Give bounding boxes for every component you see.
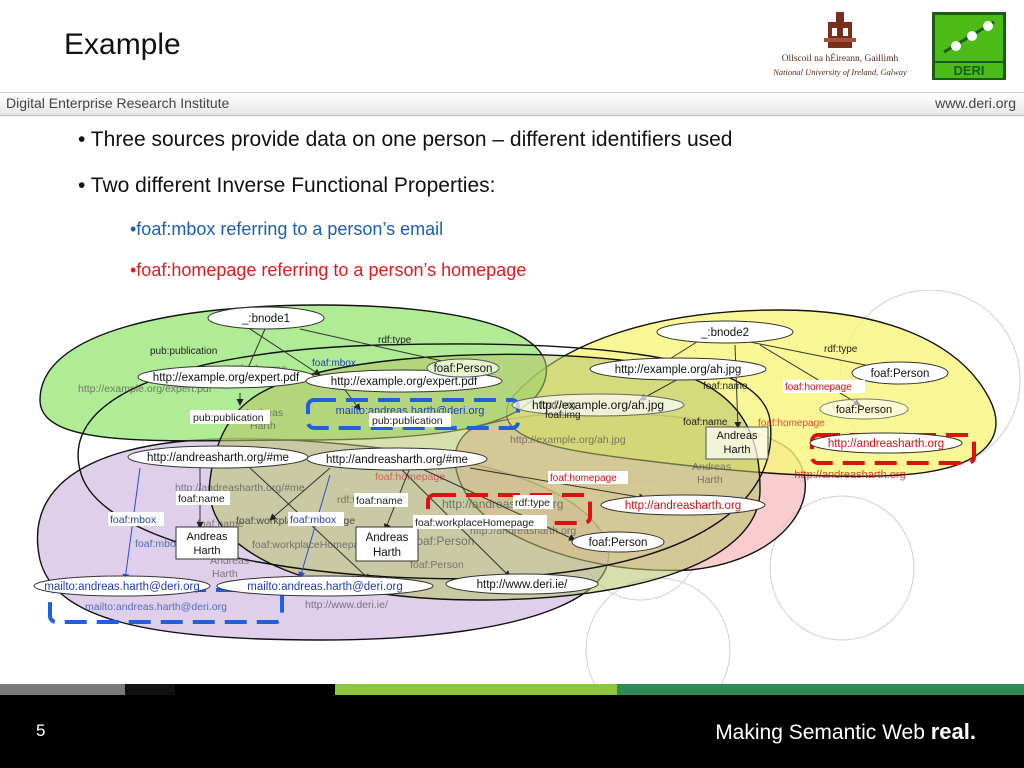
faded-mbox: mailto:andreas.harth@deri.org xyxy=(85,601,227,613)
faded-name-b-2: Harth xyxy=(697,474,723,486)
node-mbox-a: mailto:andreas.harth@deri.org xyxy=(44,581,200,593)
sub-bullet-mbox: •foaf:mbox referring to a person’s email xyxy=(130,219,444,239)
edge-rdf-type-b: rdf:type xyxy=(824,344,858,355)
edge-foaf-mbox-a: foaf:mbox xyxy=(312,358,356,369)
faded-homepage: foaf:homepage xyxy=(375,471,445,483)
node-hp-yellow: http://andreasharth.org xyxy=(828,438,944,450)
faded-workplace: foaf:workplaceHomepage xyxy=(252,539,371,551)
rdf-merge-diagram: http://example.org/expert.pdf http://exa… xyxy=(33,290,1021,684)
institute-banner: Digital Enterprise Research Institute ww… xyxy=(0,92,1024,116)
node-name-yellow-2: Harth xyxy=(724,444,751,456)
node-expert-pdf-b: http://example.org/expert.pdf xyxy=(331,376,478,388)
tagline: Making Semantic Web real. xyxy=(715,719,976,745)
node-bnode2: _:bnode2 xyxy=(700,327,749,339)
node-name-left-1: Andreas xyxy=(187,531,228,543)
node-mbox-b: mailto:andreas.harth@deri.org xyxy=(247,581,403,593)
edge-foaf-img-b: foaf:img xyxy=(540,400,576,411)
footer: 5 Making Semantic Web real. xyxy=(0,695,1024,768)
node-me-a: http://andreasharth.org/#me xyxy=(147,452,289,464)
edge-foaf-img-a: foaf:img xyxy=(545,410,581,421)
merged-blob-outer xyxy=(77,343,772,580)
edge-foaf-name-a: foaf:name xyxy=(703,381,748,392)
edge-pub-publication-c: pub:publication xyxy=(372,415,443,427)
slide-title: Example xyxy=(64,28,181,61)
bullet-2: • Two different Inverse Functional Prope… xyxy=(78,174,496,197)
edge-foaf-mbox-b: foaf:mbox xyxy=(110,514,157,526)
nuig-name-irish: Ollscoil na hÉireann, Gaillimh xyxy=(781,54,899,64)
deri-logo: DERI xyxy=(932,12,1006,80)
node-name-left-2: Harth xyxy=(194,545,221,557)
nuig-logo: Ollscoil na hÉireann, Gaillimh National … xyxy=(760,8,920,82)
institute-name: Digital Enterprise Research Institute xyxy=(6,95,230,111)
edge-pub-publication-b: pub:publication xyxy=(193,412,264,424)
deri-logo-text: DERI xyxy=(953,63,984,78)
edge-pub-publication-a: pub:publication xyxy=(150,346,217,357)
edge-foaf-name-c: foaf:name xyxy=(178,493,225,505)
page-number: 5 xyxy=(36,721,46,740)
edge-foaf-homepage-c: foaf:homepage xyxy=(550,473,617,484)
edge-rdf-type-c: rdf:type xyxy=(515,497,550,509)
faded-ah-jpg: http://example.org/ah.jpg xyxy=(510,434,626,446)
node-person-green: foaf:Person xyxy=(434,363,493,375)
node-me-b: http://andreasharth.org/#me xyxy=(326,454,468,466)
edge-rdf-type-a: rdf:type xyxy=(378,335,412,346)
node-person-yellow-a: foaf:Person xyxy=(871,368,930,380)
faded-person-b: foaf:Person xyxy=(410,559,464,571)
tagline-text: Making Semantic Web xyxy=(715,721,925,744)
faded-mbox-edge: foaf:mbox xyxy=(135,538,182,550)
edges xyxy=(196,328,881,581)
node-ah-jpg-b: http://example.org/ah.jpg xyxy=(532,398,664,412)
node-hp-yellow-faded: http://andreasharth.org xyxy=(794,469,905,481)
node-name-yellow-1: Andreas xyxy=(717,430,758,442)
edge-foaf-homepage-b: foaf:homepage xyxy=(758,418,825,429)
edge-foaf-mbox-c: foaf:mbox xyxy=(290,514,337,526)
nodes: _:bnode1 _:bnode2 http://example.org/exp… xyxy=(33,306,963,597)
edge-foaf-homepage-a: foaf:homepage xyxy=(785,382,852,393)
node-name-mid-1: Andreas xyxy=(366,532,409,544)
merged-blob-olive xyxy=(208,353,761,601)
node-ah-jpg-a: http://example.org/ah.jpg xyxy=(615,364,742,376)
institute-url: www.deri.org xyxy=(935,95,1016,111)
nuig-crest-icon xyxy=(824,12,856,48)
sub-bullet-homepage: •foaf:homepage referring to a person’s h… xyxy=(130,260,527,280)
node-person-yellow-b: foaf:Person xyxy=(836,404,892,416)
node-bnode1: _:bnode1 xyxy=(241,313,290,325)
faded-name-c-2: Harth xyxy=(212,568,238,580)
nuig-name-english: National University of Ireland, Galway xyxy=(773,67,907,77)
node-deri-ie: http://www.deri.ie/ xyxy=(477,579,569,591)
edge-foaf-name-d: foaf:name xyxy=(356,495,403,507)
faded-deri-ie: http://www.deri.ie/ xyxy=(305,599,388,611)
node-name-mid-2: Harth xyxy=(373,547,401,559)
edge-labels: pub:publication pub:publication pub:publ… xyxy=(108,335,865,529)
tagline-bold: real. xyxy=(930,719,976,744)
node-person-main: foaf:Person xyxy=(589,537,648,549)
edge-foaf-name-b: foaf:name xyxy=(683,417,728,428)
edge-workplace-a: foaf:workplaceHomepage xyxy=(415,517,534,529)
node-hp-pink: http://andreasharth.org xyxy=(625,500,741,512)
faded-name-b-1: Andreas xyxy=(692,461,731,473)
bullet-1: • Three sources provide data on one pers… xyxy=(78,128,733,151)
footer-stripe xyxy=(0,684,1024,695)
faded-person-a: foaf:Person xyxy=(413,534,474,548)
node-expert-pdf-a: http://example.org/expert.pdf xyxy=(153,372,300,384)
